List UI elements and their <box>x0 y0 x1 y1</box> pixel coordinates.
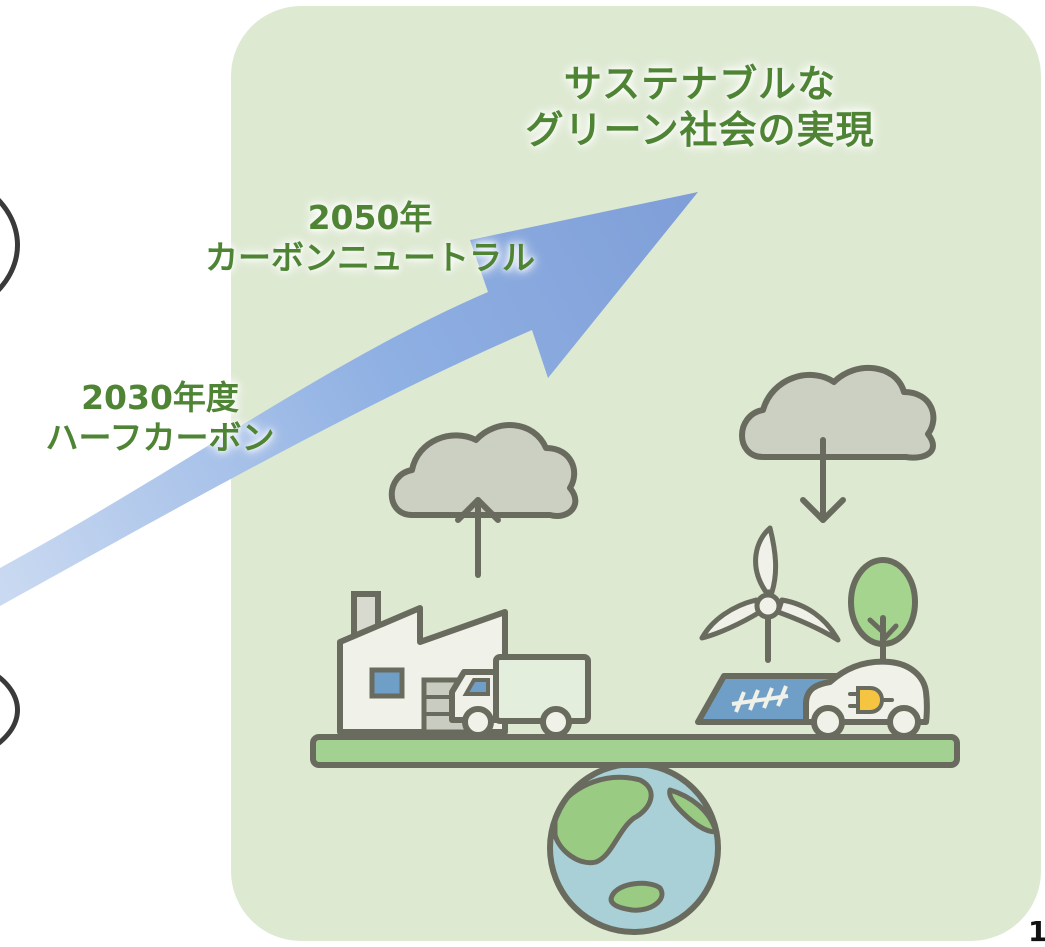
globe-icon <box>547 761 721 935</box>
milestone-2030-label: 2030年度 ハーフカーボン <box>0 378 320 457</box>
milestone-2050-year: 2050年 <box>307 198 433 237</box>
goal-line-2: グリーン社会の実現 <box>525 107 875 152</box>
milestone-2050-name: カーボンニュートラル <box>205 237 535 277</box>
milestone-2030-year: 2030年度 <box>81 378 239 417</box>
milestone-2030-name: ハーフカーボン <box>45 417 275 457</box>
ev-plug-icon <box>848 686 894 714</box>
cloud-absorption-icon <box>739 364 937 523</box>
goal-label: サステナブルな グリーン社会の実現 <box>440 62 960 153</box>
electric-car-icon <box>803 658 930 739</box>
delivery-truck-icon <box>449 654 591 738</box>
goal-line-1: サステナブルな <box>563 62 837 106</box>
growth-arrow-icon <box>0 192 698 606</box>
wind-turbine-icon <box>699 525 841 663</box>
cloud-emission-icon <box>388 422 579 578</box>
balance-beam-icon <box>310 734 960 768</box>
tree-icon <box>848 557 918 683</box>
factory-icon <box>337 591 508 735</box>
milestone-2050-label: 2050年 カーボンニュートラル <box>120 198 620 277</box>
page-number: 1 <box>1028 915 1045 947</box>
